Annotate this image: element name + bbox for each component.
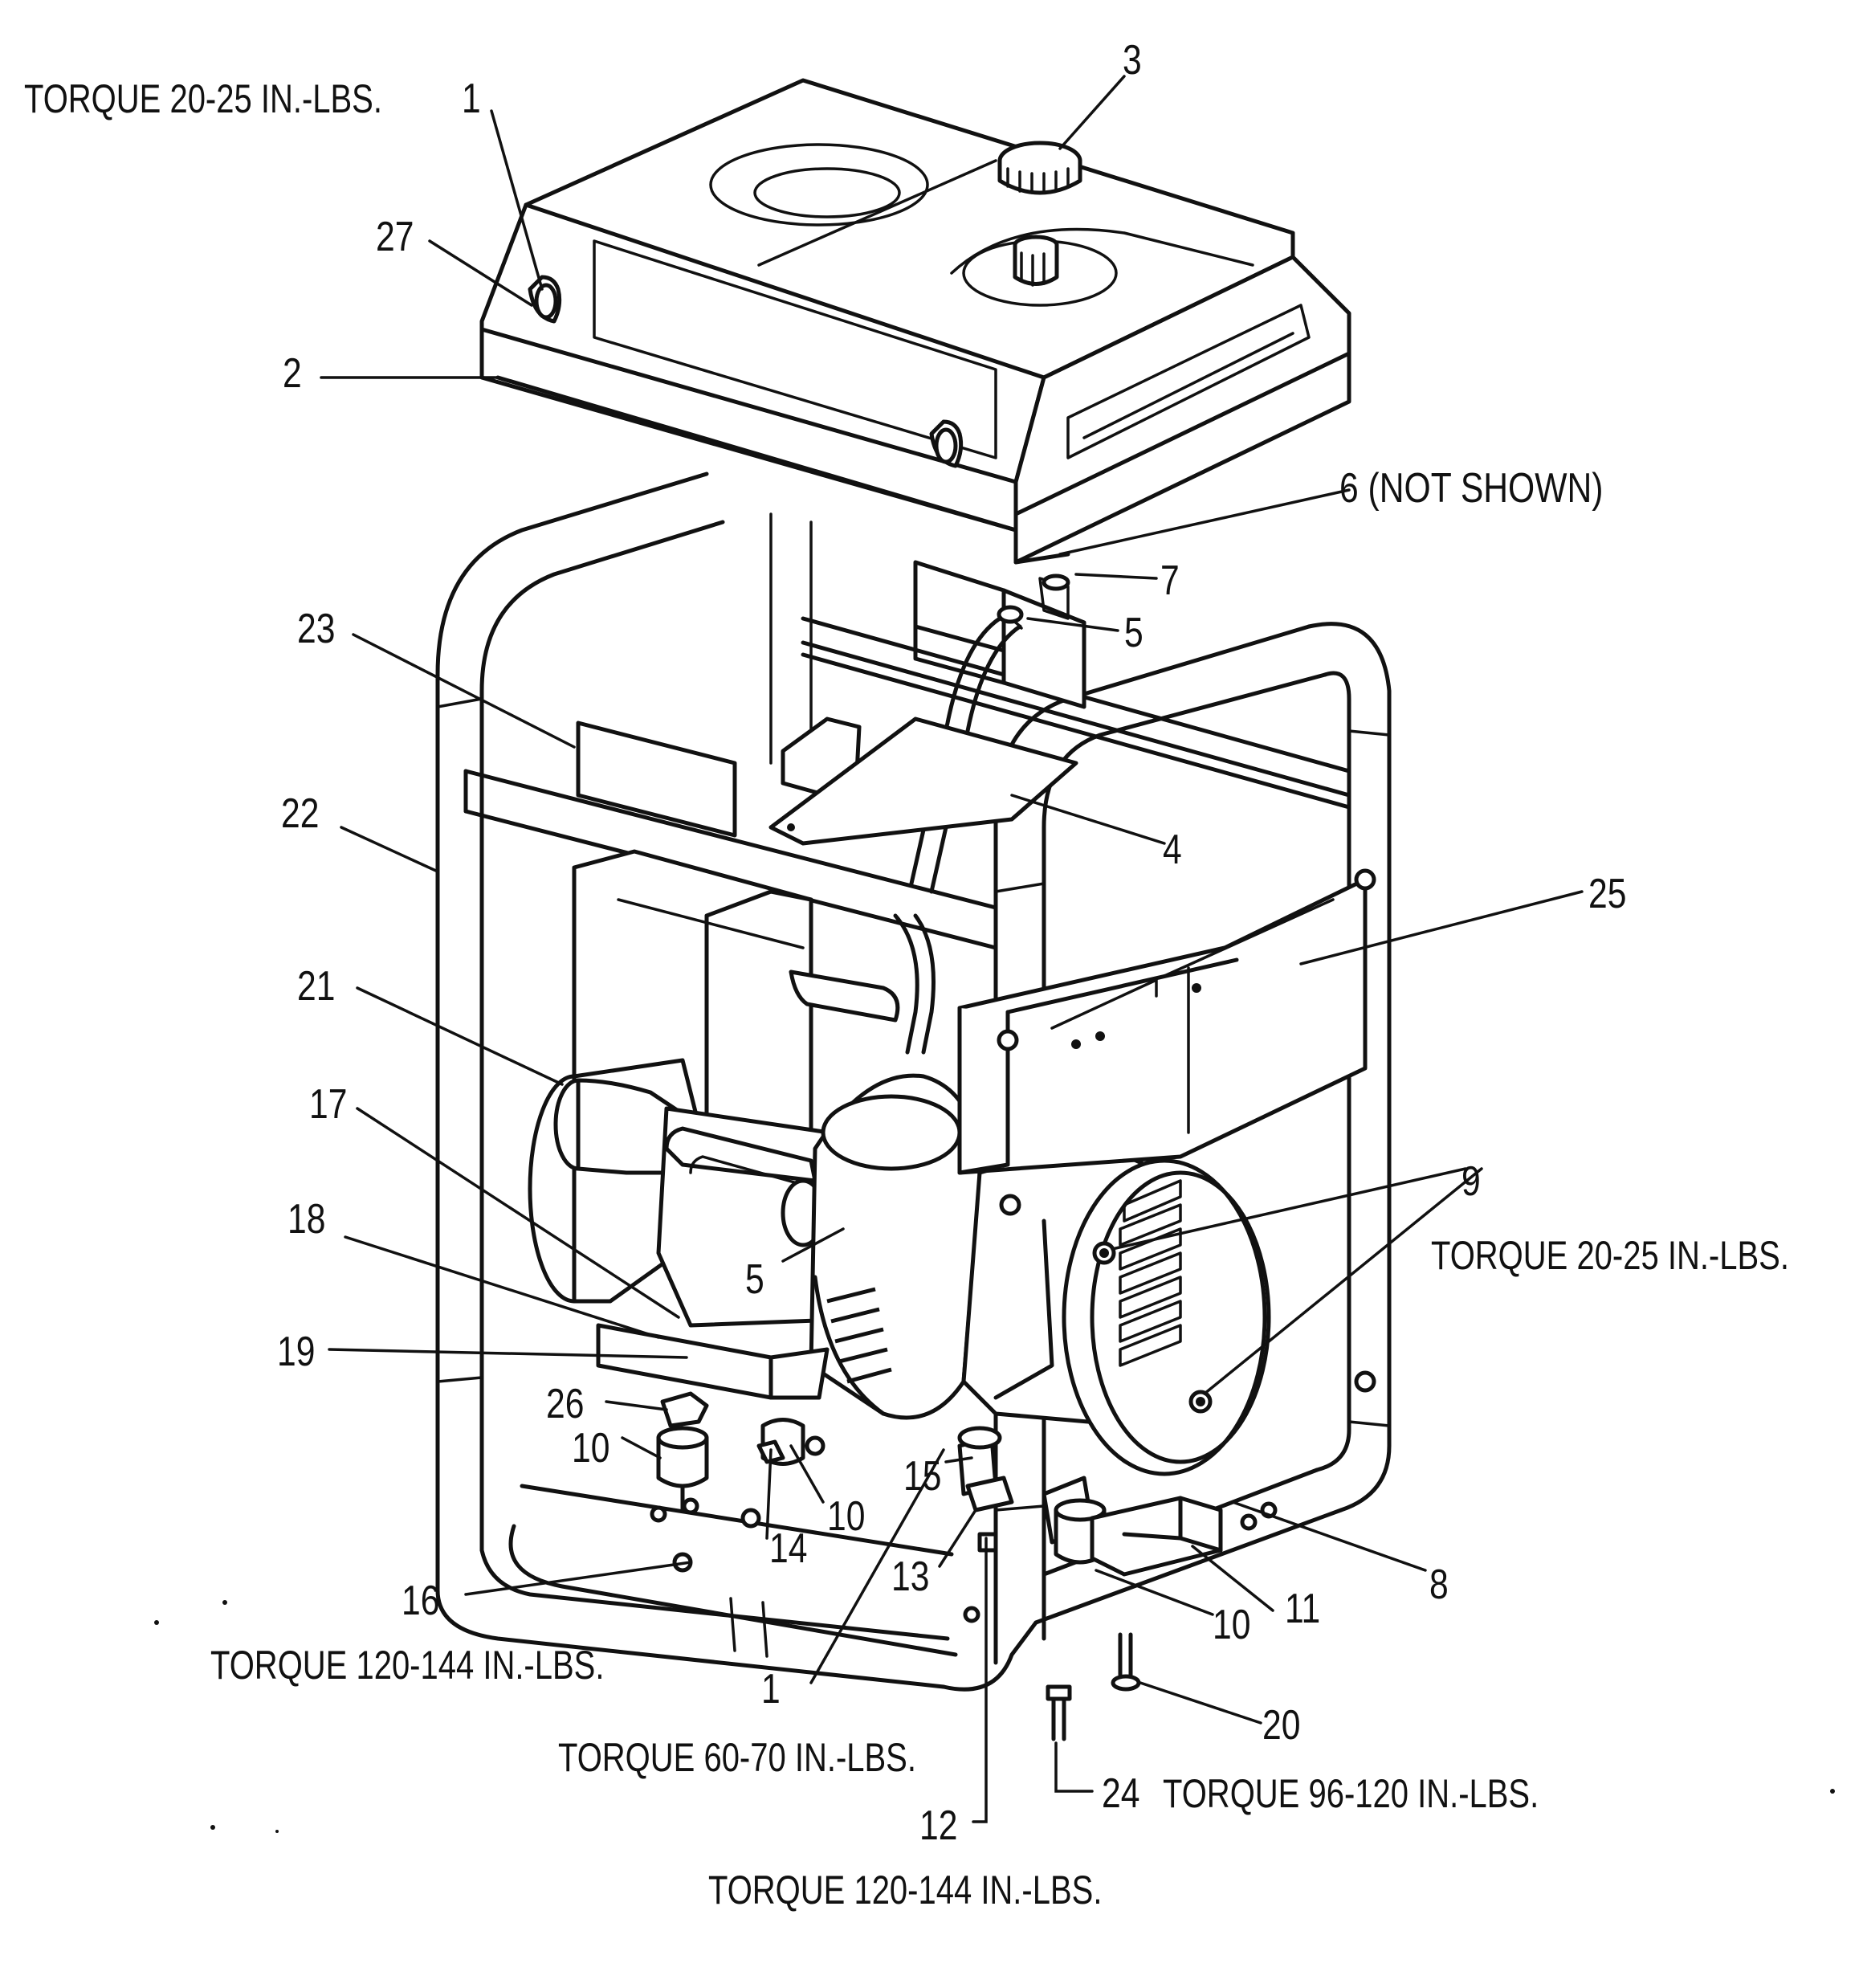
callout-20: 20 — [1262, 1702, 1300, 1749]
callout-2: 2 — [283, 350, 302, 397]
engine — [528, 849, 1271, 1545]
tank-mount-clip-front — [929, 419, 964, 468]
callout-14: 14 — [769, 1525, 807, 1572]
callout-16: 16 — [402, 1578, 439, 1624]
torque-note-bottom-bolt: TORQUE 120-144 IN.-LBS. — [708, 1868, 1102, 1912]
callout-1-top: 1 — [462, 76, 481, 122]
scan-specks — [154, 1600, 1835, 1833]
torque-note-end-cover: TORQUE 20-25 IN.-LBS. — [1431, 1233, 1789, 1278]
callout-7: 7 — [1160, 557, 1180, 604]
callout-10-left: 10 — [572, 1425, 609, 1472]
callout-19: 19 — [277, 1329, 315, 1375]
callout-10-mid: 10 — [827, 1493, 865, 1540]
fuel-valve-bracket — [913, 560, 1086, 709]
torque-note-frame-bolt: TORQUE 96-120 IN.-LBS. — [1163, 1771, 1539, 1816]
torque-note-engine-base: TORQUE 120-144 IN.-LBS. — [210, 1643, 604, 1688]
torque-note-alternator-mount: TORQUE 60-70 IN.-LBS. — [558, 1735, 916, 1780]
vibration-mounts — [650, 1391, 1278, 1741]
callout-17: 17 — [309, 1081, 347, 1128]
tank-gauge — [1013, 235, 1059, 287]
callout-18: 18 — [287, 1196, 325, 1243]
callout-6: 6 (NOT SHOWN) — [1339, 465, 1603, 512]
fuel-tank — [479, 78, 1351, 565]
callout-8: 8 — [1429, 1561, 1449, 1608]
control-panel-box — [957, 868, 1376, 1393]
callout-12: 12 — [919, 1802, 957, 1849]
callout-5-upper: 5 — [1124, 610, 1143, 656]
leader-lines — [320, 75, 1584, 1823]
callout-24: 24 — [1102, 1770, 1139, 1817]
callout-22: 22 — [281, 790, 319, 837]
callout-26: 26 — [546, 1381, 584, 1427]
callout-23: 23 — [297, 606, 335, 652]
callout-5-lower: 5 — [745, 1256, 764, 1303]
callout-3: 3 — [1123, 37, 1142, 84]
fuel-cap — [997, 141, 1082, 195]
fuel-hose — [909, 605, 1024, 894]
callout-15: 15 — [903, 1453, 941, 1500]
callout-labels: 1 27 2 3 6 (NOT SHOWN) 7 5 23 22 4 25 21… — [277, 37, 1626, 1849]
torque-note-tank-clips: TORQUE 20-25 IN.-LBS. — [24, 76, 382, 121]
callout-25: 25 — [1588, 871, 1626, 917]
callout-4: 4 — [1163, 827, 1182, 873]
callout-13: 13 — [891, 1553, 929, 1600]
callout-11: 11 — [1285, 1586, 1320, 1632]
tank-mount-clip-left — [528, 275, 562, 324]
mounting-bracket — [576, 716, 1078, 846]
callout-21: 21 — [297, 963, 335, 1010]
callout-1-bottom: 1 — [761, 1666, 781, 1712]
callout-9: 9 — [1461, 1158, 1481, 1205]
torque-notes: TORQUE 20-25 IN.-LBS. TORQUE 20-25 IN.-L… — [24, 76, 1789, 1912]
end-cover-louvers — [1119, 1179, 1182, 1367]
callout-27: 27 — [376, 214, 414, 260]
callout-10-right: 10 — [1213, 1602, 1250, 1648]
